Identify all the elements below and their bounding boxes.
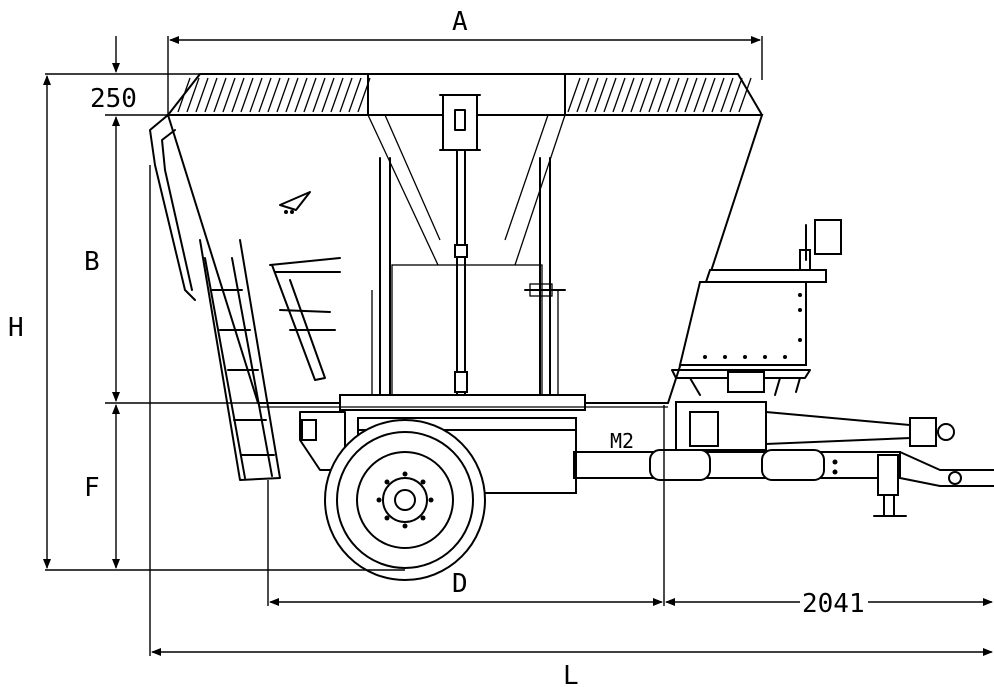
hatch-stroke (303, 77, 317, 113)
label-h: H (8, 313, 24, 343)
hatch-stroke (684, 77, 698, 113)
hatch-stroke (204, 77, 218, 113)
hatch-stroke (276, 77, 290, 113)
label-l: L (563, 661, 579, 687)
hatch-stroke (567, 77, 581, 113)
hatch-stroke (720, 77, 734, 113)
mixer-wagon: M2 (149, 73, 994, 581)
hatch-stroke (222, 77, 236, 113)
hatch-stroke (630, 77, 644, 113)
side-arm (269, 191, 341, 381)
hatch-stroke (594, 77, 608, 113)
hatch-stroke (621, 77, 635, 113)
hatch-stroke (240, 77, 254, 113)
hatch-stroke (348, 77, 362, 113)
label-b: B (84, 247, 100, 277)
dimension-labels: A 250 H B F D 2041 L (8, 7, 865, 687)
hatch-stroke (639, 77, 653, 113)
hatch-stroke (657, 77, 671, 113)
hatch-stroke (648, 77, 662, 113)
hatch-stroke (267, 77, 281, 113)
hatch-stroke (177, 77, 191, 113)
hatch-stroke (675, 77, 689, 113)
hopper-extension-ring (167, 73, 763, 116)
hatch-stroke (357, 77, 371, 113)
discharge-door-frame (371, 157, 566, 396)
label-a: A (452, 7, 468, 37)
hatch-stroke (738, 77, 752, 113)
hatch-stroke (666, 77, 680, 113)
hatch-stroke (693, 77, 707, 113)
hatch-stroke (711, 77, 725, 113)
hatch-stroke (339, 77, 353, 113)
hatch-stroke (330, 77, 344, 113)
operator-platform (671, 219, 842, 396)
hatch-stroke (585, 77, 599, 113)
hatch-stroke (231, 77, 245, 113)
hydraulic-cylinder (439, 94, 481, 396)
hatch-stroke (603, 77, 617, 113)
hatch-stroke (576, 77, 590, 113)
hatch-stroke (729, 77, 743, 113)
hatch-stroke (312, 77, 326, 113)
motor-label: M2 (610, 429, 634, 453)
hatch-stroke (612, 77, 626, 113)
hatch-stroke (249, 77, 263, 113)
hatch-stroke (213, 77, 227, 113)
drive-shaft: M2 (610, 401, 955, 453)
hatch-stroke (702, 77, 716, 113)
label-d: D (452, 569, 468, 599)
label-250: 250 (90, 84, 137, 114)
hatch-stroke (195, 77, 209, 113)
dimension-lines (43, 36, 993, 656)
hatch-stroke (285, 77, 299, 113)
hatch-stroke (294, 77, 308, 113)
drawbar (575, 449, 994, 517)
label-f: F (84, 473, 100, 503)
hatch-stroke (186, 77, 200, 113)
hatch-stroke (258, 77, 272, 113)
hatch-stroke (321, 77, 335, 113)
access-ladder (149, 114, 281, 481)
wheel (324, 419, 486, 581)
label-2041: 2041 (802, 589, 865, 619)
